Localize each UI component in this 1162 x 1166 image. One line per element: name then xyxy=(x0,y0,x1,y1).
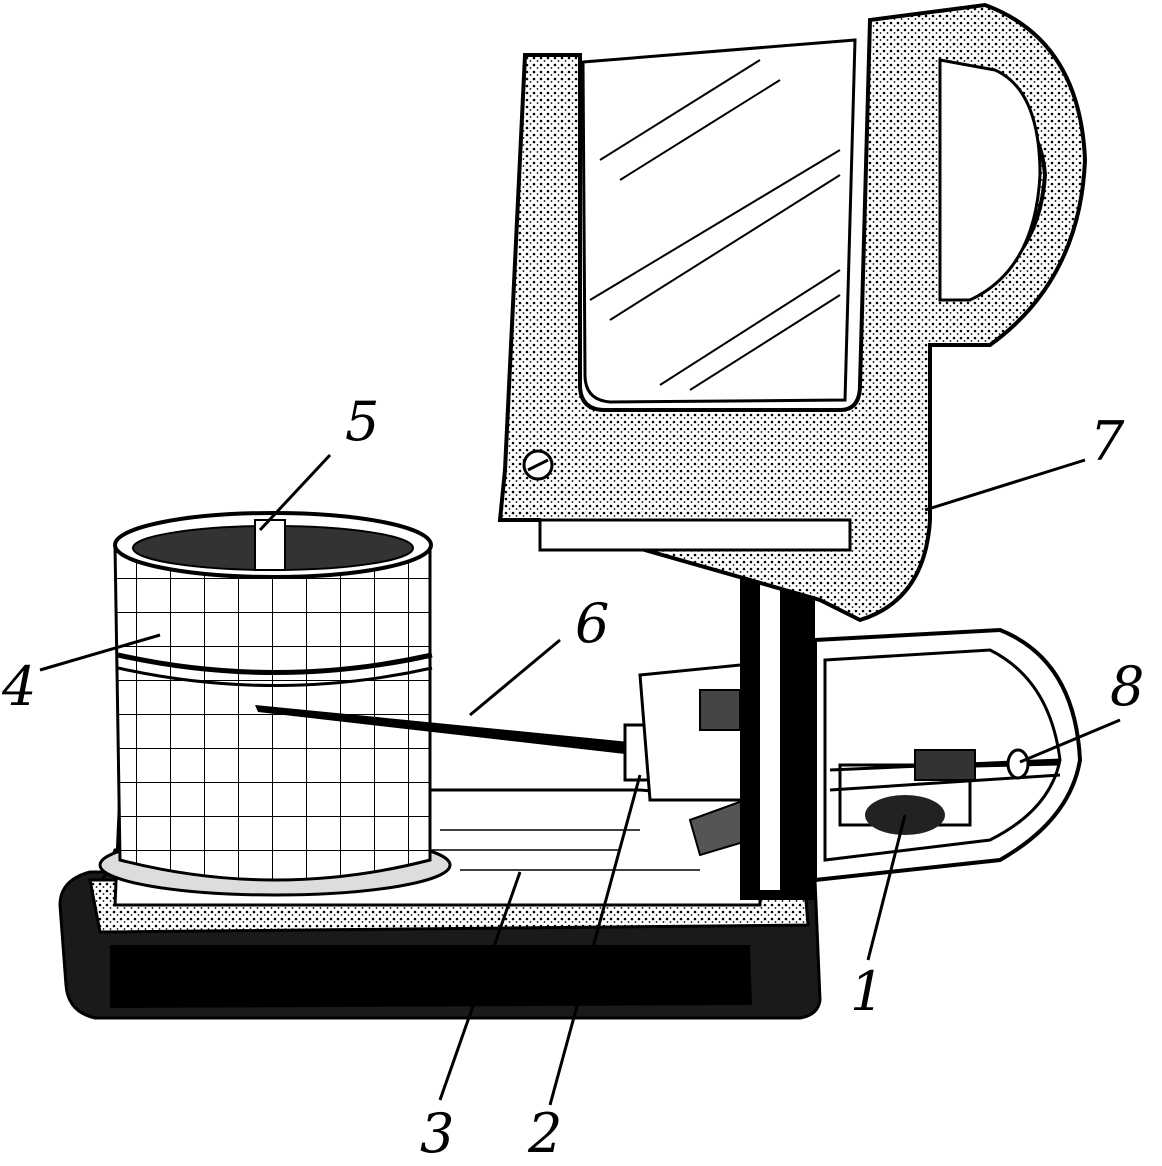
callout-2: 2 xyxy=(527,1102,562,1165)
leader-5 xyxy=(258,453,332,532)
leader-6 xyxy=(469,638,561,717)
leader-1 xyxy=(866,814,907,961)
leader-4 xyxy=(39,633,161,672)
leader-7 xyxy=(924,458,1086,512)
callout-6: 6 xyxy=(575,592,609,655)
callout-3: 3 xyxy=(420,1102,454,1165)
drum xyxy=(98,511,452,897)
support-post xyxy=(740,555,815,900)
leader-3 xyxy=(438,871,522,1101)
callout-5: 5 xyxy=(345,390,379,453)
leader-2 xyxy=(548,774,642,1106)
cover xyxy=(497,2,1088,623)
callout-7: 7 xyxy=(1090,410,1125,473)
adjusting-screw xyxy=(914,748,1061,781)
callout-1: 1 xyxy=(850,960,884,1023)
callout-8: 8 xyxy=(1110,655,1144,718)
leader-8 xyxy=(1019,718,1121,764)
leader-lines xyxy=(39,453,1121,1106)
callout-4: 4 xyxy=(1,655,36,718)
